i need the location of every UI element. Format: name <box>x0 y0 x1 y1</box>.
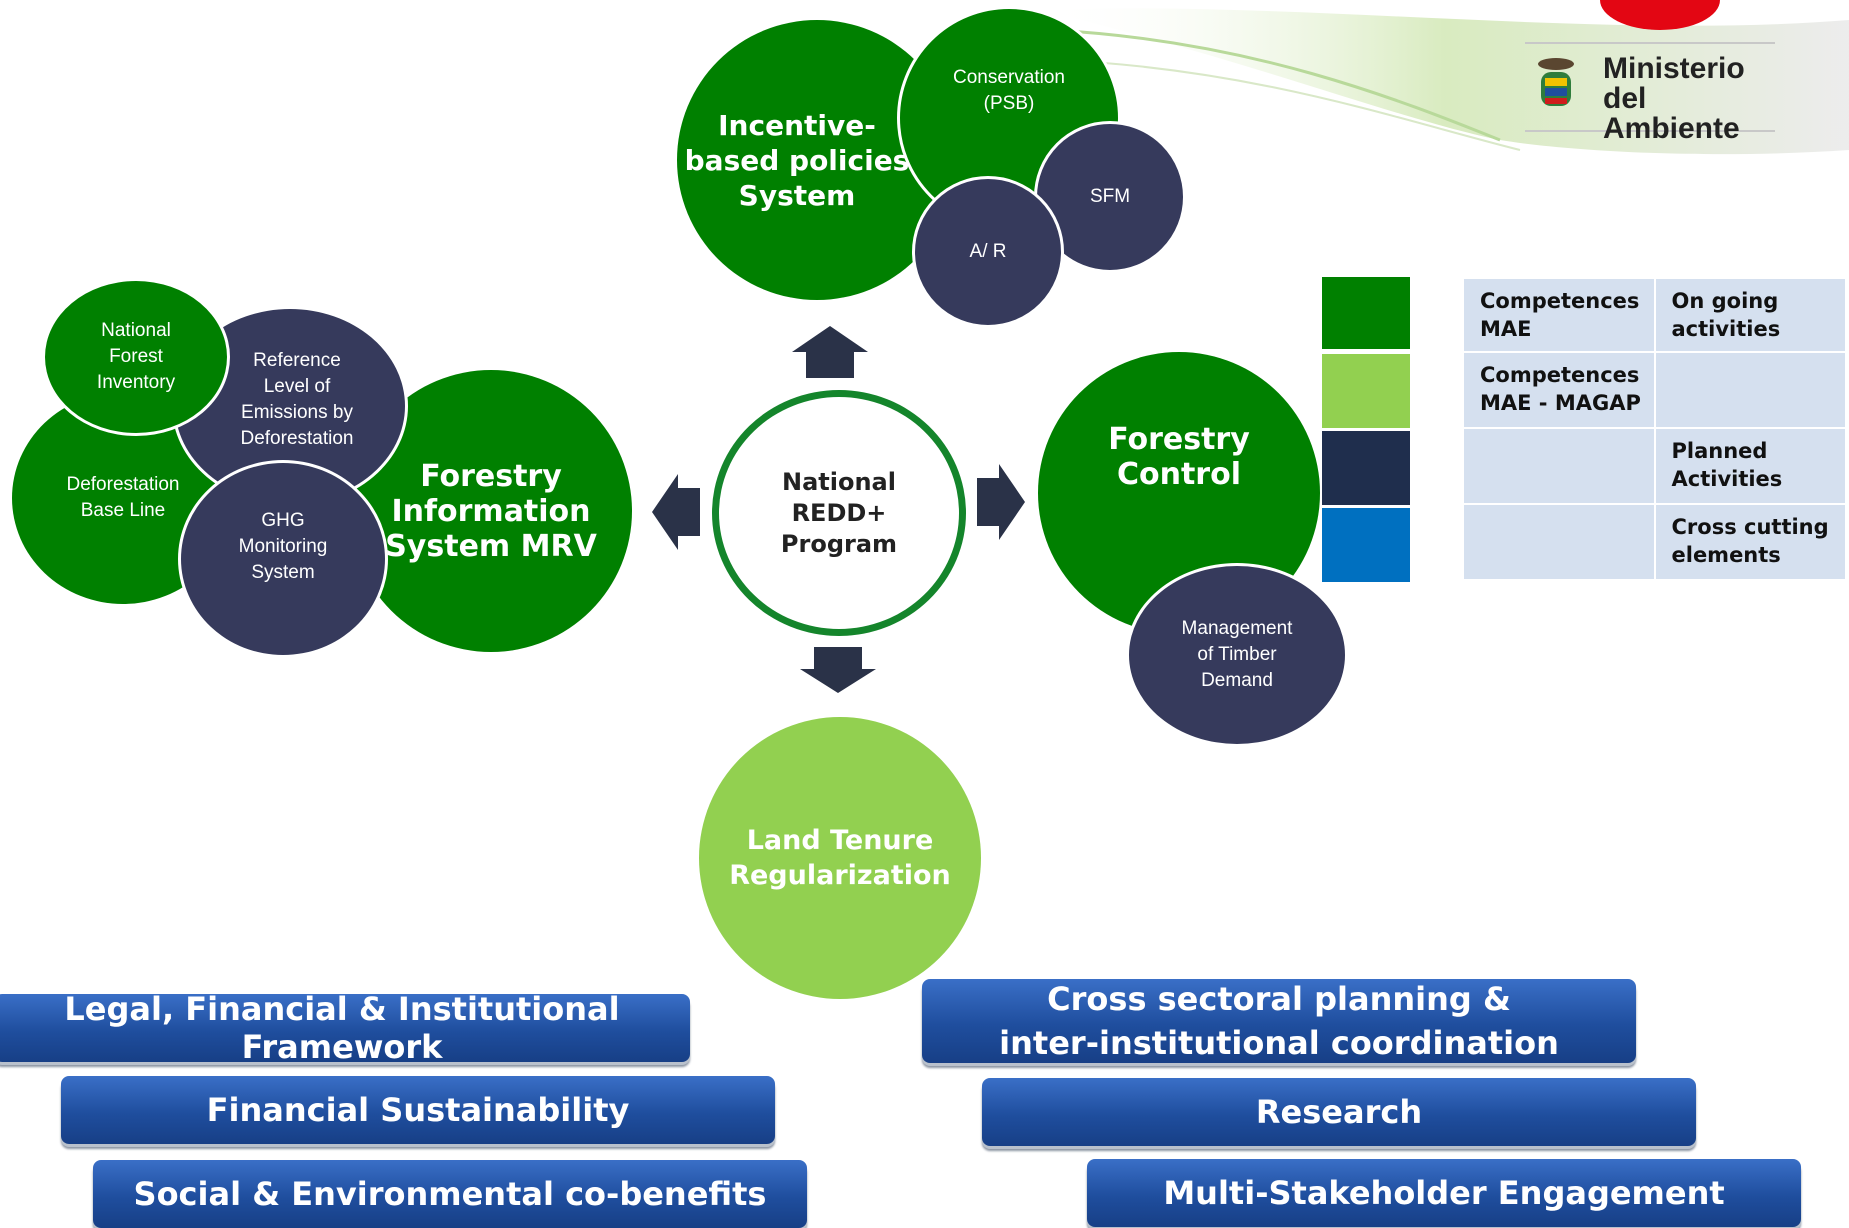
legend-cell <box>1464 429 1654 503</box>
ministry-name-line2: del Ambiente <box>1603 82 1740 145</box>
banner-legal-framework: Legal, Financial & Institutional Framewo… <box>0 990 690 1066</box>
arrow-down-icon <box>800 647 876 693</box>
ministry-name-line1: Ministerio <box>1603 52 1745 85</box>
timber-demand-label: Management of Timber Demand <box>1181 618 1293 691</box>
reference-level-label: Reference Level of Emissions by Deforest… <box>240 350 354 449</box>
banner-social-environmental: Social & Environmental co-benefits <box>93 1160 807 1228</box>
legend-cell <box>1464 505 1654 579</box>
mrv-system-circle: Forestry Information System MRV <box>350 370 632 652</box>
banner-financial-sustainability: Financial Sustainability <box>61 1076 775 1144</box>
timber-demand-circle: Management of Timber Demand <box>1126 563 1348 747</box>
ministry-logo: Ministerio del Ambiente <box>1525 42 1775 144</box>
legend-table: Competences MAE On going activities Comp… <box>1462 277 1847 581</box>
legend-row: Competences MAE On going activities <box>1464 279 1845 351</box>
banner-cross-sectoral-planning: Cross sectoral planning & inter-institut… <box>922 979 1636 1063</box>
incentive-policies-label: Incentive- based policies System <box>684 108 910 212</box>
legend-swatch-dark-green <box>1322 277 1410 349</box>
legend-cell: Planned Activities <box>1655 429 1845 503</box>
legend-swatch-light-green <box>1322 354 1410 428</box>
legend-swatch-navy <box>1322 431 1410 505</box>
national-forest-inventory-label: National Forest Inventory <box>96 320 176 393</box>
banner-research: Research <box>982 1078 1696 1146</box>
national-redd-program-label: National REDD+ Program <box>780 467 898 558</box>
arrow-right-icon <box>977 464 1025 540</box>
sfm-label: SFM <box>1089 186 1131 207</box>
mrv-system-label: Forestry Information System MRV <box>385 458 597 564</box>
legend-cell: Cross cutting elements <box>1655 505 1845 579</box>
legend-row: Planned Activities <box>1464 429 1845 503</box>
land-tenure-circle: Land Tenure Regularization <box>699 717 981 999</box>
banner-multi-stakeholder: Multi-Stakeholder Engagement <box>1087 1159 1801 1227</box>
ecuador-coat-of-arms-icon <box>1538 58 1574 106</box>
land-tenure-label: Land Tenure Regularization <box>729 825 951 891</box>
national-redd-program-circle: National REDD+ Program <box>712 390 966 636</box>
legend-cell: On going activities <box>1655 279 1845 351</box>
legend-cell: Competences MAE <box>1464 279 1654 351</box>
arrow-up-icon <box>792 326 868 378</box>
arrow-left-icon <box>652 474 700 550</box>
legend-swatch-blue <box>1322 508 1410 582</box>
legend-cell: Competences MAE - MAGAP <box>1464 353 1654 427</box>
legend-row: Cross cutting elements <box>1464 505 1845 579</box>
ar-circle: A/ R <box>912 176 1064 328</box>
national-forest-inventory-circle: National Forest Inventory <box>42 278 230 436</box>
red-logo-segment <box>1600 0 1720 30</box>
conservation-label: Conservation (PSB) <box>953 67 1065 114</box>
ghg-monitoring-label: GHG Monitoring System <box>238 510 328 583</box>
ar-label: A/ R <box>969 241 1007 262</box>
ghg-monitoring-circle: GHG Monitoring System <box>178 460 388 658</box>
legend-cell <box>1655 353 1845 427</box>
forestry-control-label: Forestry Control <box>1108 422 1250 492</box>
deforestation-baseline-label: Deforestation Base Line <box>66 474 180 521</box>
legend-row: Competences MAE - MAGAP <box>1464 353 1845 427</box>
header-swoosh <box>1040 0 1849 155</box>
